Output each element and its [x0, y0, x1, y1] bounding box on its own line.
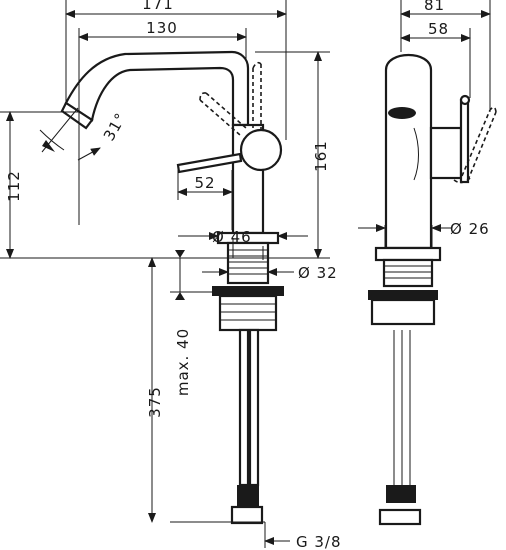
side-view: 81 58 Ø 26 [358, 0, 497, 526]
dim-161-label: 161 [312, 140, 330, 172]
dim-angle-arrow [42, 140, 55, 152]
side-lever [459, 98, 470, 184]
nut-threads [220, 303, 276, 321]
side-threads [384, 265, 432, 279]
dim-angle-label: 31° [100, 109, 130, 144]
supply-hose-left [238, 328, 250, 487]
side-shank [382, 258, 434, 288]
side-lever-arc [453, 177, 471, 184]
dim-375-label: 375 [146, 386, 164, 418]
dim-52-label: 52 [194, 174, 215, 192]
hose-nut [230, 505, 264, 525]
side-hose-nuts [378, 508, 422, 526]
dim-58-label: 58 [428, 20, 449, 38]
side-fitting [386, 485, 416, 503]
dim-g38-label: G 3/8 [296, 533, 342, 550]
spout-tip [60, 101, 94, 130]
shank-threads [228, 249, 268, 275]
dim-26-label: Ø 26 [450, 220, 490, 238]
lever-hub [239, 128, 283, 172]
side-base-plate [374, 246, 442, 262]
dim-130-label: 130 [146, 19, 178, 37]
dim-angle-arrow2 [77, 147, 101, 161]
dim-171-label: 171 [142, 0, 174, 13]
front-view: 171 130 52 Ø 46 Ø 32 112 161 375 max. 40… [0, 0, 342, 550]
lever-alt-up [252, 61, 262, 130]
spout-outline [64, 50, 250, 127]
side-washer [368, 290, 438, 300]
mounting-nut [218, 294, 278, 332]
threaded-shank [226, 241, 270, 285]
side-curve [413, 127, 419, 181]
side-body [384, 53, 433, 250]
dim-angle-arc [39, 129, 65, 151]
dim-46-label: Ø 46 [212, 228, 252, 246]
lever-alt-angled [199, 92, 247, 136]
side-lever-hub [429, 126, 463, 180]
side-lever-knob [459, 94, 471, 106]
dim-112-label: 112 [5, 170, 23, 202]
lever-handle [176, 152, 243, 174]
dim-32-label: Ø 32 [298, 264, 338, 282]
hose-fitting [237, 485, 259, 507]
dim-max40-label: max. 40 [174, 328, 192, 396]
side-nut [370, 298, 436, 326]
mounting-washer [212, 286, 284, 296]
supply-hose-right [248, 328, 260, 487]
extension-lines [0, 0, 330, 523]
side-aerator [388, 107, 416, 119]
side-extension-lines [384, 0, 491, 248]
dim-81-label: 81 [424, 0, 445, 14]
side-lever-alt [461, 106, 497, 181]
